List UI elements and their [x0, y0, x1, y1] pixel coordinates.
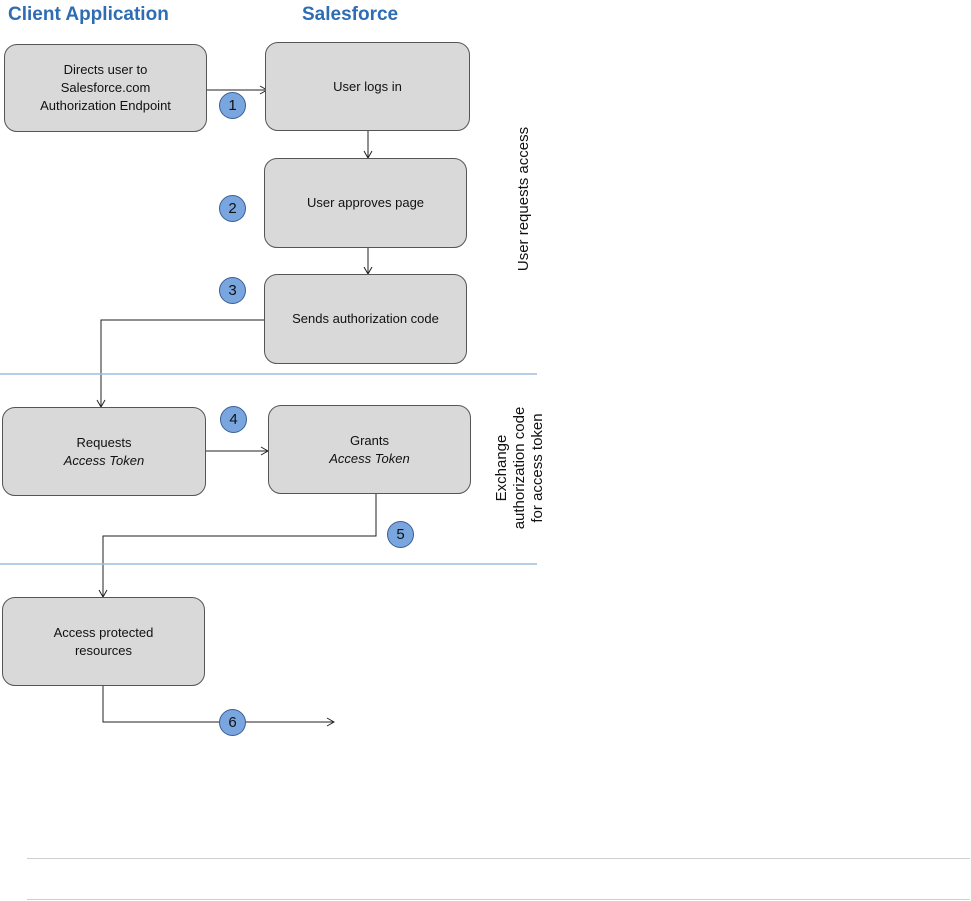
- phase-user-requests-text: User requests access: [515, 126, 532, 272]
- step-circle-2: 2: [219, 195, 246, 222]
- phase-label-user-requests: User requests access: [515, 109, 533, 289]
- step-circle-1: 1: [219, 92, 246, 119]
- step-circle-6: 6: [219, 709, 246, 736]
- arrow-3: [100, 319, 265, 406]
- box-requests-token: Requests Access Token: [2, 407, 206, 496]
- box-requests-line-2: Access Token: [63, 452, 145, 468]
- box-approves-label: User approves page: [306, 195, 425, 210]
- box-grants-line-1: Grants: [349, 432, 389, 448]
- box-grants-token: Grants Access Token: [268, 405, 471, 494]
- phase-exchange-line-3: for access token: [529, 413, 546, 523]
- box-requests-line-1: Requests: [76, 434, 132, 450]
- step-circle-3: 3: [219, 277, 246, 304]
- box-grants-line-2: Access Token: [329, 450, 410, 466]
- bottom-rule-2: [27, 899, 970, 900]
- bottom-rule-1: [27, 858, 970, 859]
- box-directs-line-2: Salesforce.com: [60, 80, 151, 95]
- box-user-approves: User approves page: [264, 158, 467, 248]
- phase-exchange-line-1: Exchange: [493, 434, 510, 502]
- box-user-logs-in: User logs in: [265, 42, 470, 131]
- box-sends-code-label: Sends authorization code: [292, 311, 439, 326]
- phase-label-exchange: Exchange authorization code for access t…: [493, 388, 547, 548]
- client-application-header: Client Application: [8, 4, 169, 25]
- step-circle-4: 4: [220, 406, 247, 433]
- step-circle-5: 5: [387, 521, 414, 548]
- arrow-6: [102, 685, 333, 723]
- box-access-resources: Access protected resources: [2, 597, 205, 686]
- box-sends-code: Sends authorization code: [264, 274, 467, 364]
- box-directs-line-1: Directs user to: [63, 62, 148, 77]
- box-access-line-2: resources: [74, 642, 133, 658]
- arrow-5: [102, 493, 377, 596]
- box-directs-user: Directs user to Salesforce.com Authoriza…: [4, 44, 207, 132]
- box-access-line-1: Access protected: [53, 624, 154, 640]
- salesforce-header: Salesforce: [302, 4, 399, 25]
- box-directs-line-3: Authorization Endpoint: [40, 98, 171, 113]
- box-logs-in-label: User logs in: [333, 78, 402, 94]
- phase-exchange-line-2: authorization code: [511, 406, 528, 530]
